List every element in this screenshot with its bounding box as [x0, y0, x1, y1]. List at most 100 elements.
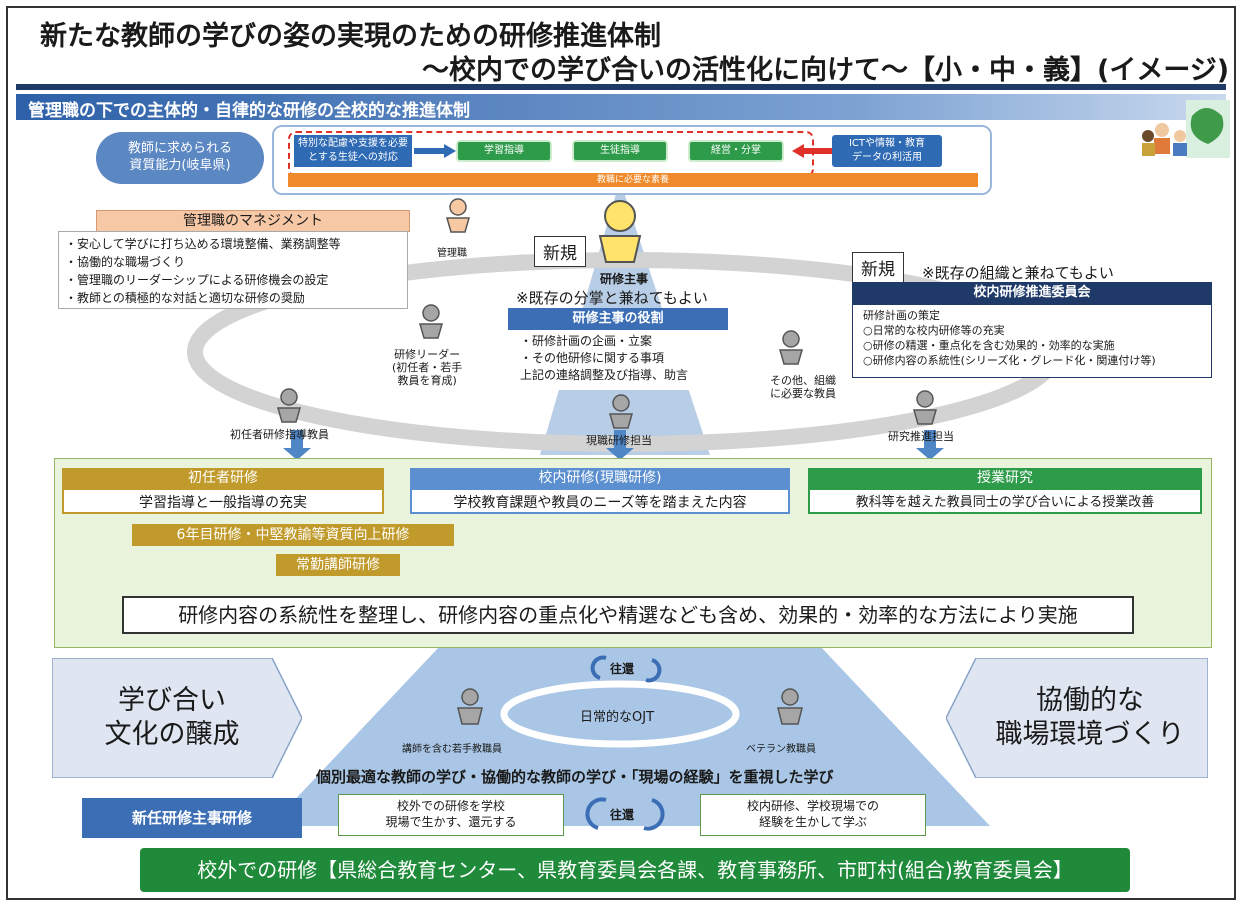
coordinator-note: ※既存の分掌と兼ねてもよい: [516, 289, 708, 307]
committee-item: 研修計画の策定: [863, 309, 940, 322]
gold-bar-midcareer: 6年目研修・中堅教諭等資質向上研修: [132, 524, 454, 546]
arrow-down-center: [606, 430, 634, 460]
arrow-down-left: [283, 430, 311, 460]
others-person-icon: [779, 330, 803, 365]
left-goal-chevron: [52, 658, 302, 778]
inservice-label: 現職研修担当: [586, 434, 652, 447]
veteran-staff-label: ベテラン教職員: [746, 744, 816, 755]
management-item: ・協働的な職場づくり: [65, 255, 186, 269]
leader-line-3: 教員を育成): [397, 374, 457, 387]
right-goal-line-1: 協働的な: [1036, 685, 1144, 716]
section-school-training-heading: 校内研修(現職研修): [410, 468, 790, 488]
role-heading: 研修主事の役割: [508, 308, 728, 330]
veteran-staff-person-icon: [777, 688, 803, 725]
required-qualities-oval: 教師に求められる 資質能力(岐阜県): [96, 132, 264, 184]
mentor-label: 初任者研修指導教員: [230, 428, 329, 441]
committee-item: ○研修の精選・重点化を含む効果的・効率的な実施: [863, 339, 1115, 352]
leader-label: 研修リーダー (初任者・若手 教員を育成): [392, 348, 462, 387]
right-goal-chevron: [946, 658, 1208, 778]
cycle-arrow-icon-4: [643, 798, 665, 831]
new-coordinator-training: 新任研修主事研修: [82, 798, 302, 838]
role-list: ・研修計画の企画・立案 ・その他研修に関する事項 上記の連絡調整及び指導、助言: [514, 330, 722, 390]
left-goal-line-1: 学び合い: [118, 685, 226, 716]
committee-item: ○日常的な校内研修等の充実: [863, 324, 1005, 337]
ojt-ring: [500, 680, 740, 748]
qualities-line-2: 資質能力(岐阜県): [129, 158, 231, 173]
cycle-arrow-icon-3: [585, 797, 607, 830]
lower-pyramid: [270, 646, 990, 826]
callout-left-line-2: 現場で生かす、還元する: [385, 815, 517, 829]
new-label-committee: 新規: [852, 252, 904, 283]
qualities-line-1: 教師に求められる: [127, 141, 232, 156]
pill-learning-guidance: 学習指導: [456, 140, 552, 162]
page-title: 新たな教師の学びの姿の実現のための研修推進体制: [40, 21, 661, 52]
section-new-teacher-heading: 初任者研修: [62, 468, 384, 488]
coordinator-label: 研修主事: [600, 272, 649, 286]
inservice-person-icon: [609, 394, 633, 429]
role-item: 上記の連絡調整及び指導、助言: [520, 368, 689, 382]
section-band-label: 管理職の下での主体的・自律的な研修の全校的な推進体制: [28, 101, 470, 121]
management-item: ・教師との積極的な対話と適切な研修の奨励: [65, 291, 305, 305]
ict-box: ICTや情報・教育 データの利活用: [832, 135, 942, 167]
coordinator-person-icon: [598, 200, 642, 263]
external-training-bar: 校外での研修【県総合教育センター、県教育委員会各課、教育事務所、市町村(組合)教…: [140, 848, 1130, 892]
management-heading: 管理職のマネジメント: [96, 210, 410, 232]
callout-right: 校内研修、学校現場での 経験を生かして学ぶ: [700, 794, 926, 836]
leader-person-icon: [419, 304, 443, 339]
section-lesson-study-body: 教科等を越えた教員同士の学び合いによる授業改善: [808, 488, 1202, 514]
title-rule: [16, 84, 1226, 90]
ojt-caption: 個別最適な教師の学び・協働的な教師の学び・「現場の経験」を重視した学び: [316, 768, 834, 786]
callout-right-line-1: 校内研修、学校現場での: [746, 799, 879, 813]
ict-line-1: ICTや情報・教育: [848, 138, 926, 149]
others-line-2: に必要な教員: [770, 387, 836, 400]
summary-box: 研修内容の系統性を整理し、研修内容の重点化や精選なども含め、効果的・効率的な方法…: [122, 596, 1134, 634]
ict-line-2: データの利活用: [852, 152, 922, 163]
cycle-arrow-icon-2: [645, 658, 662, 683]
others-line-1: その他、組織: [770, 374, 836, 387]
arrow-left-icon: [792, 144, 834, 158]
mentor-person-icon: [277, 388, 301, 423]
arrow-down-right: [916, 430, 944, 460]
special-needs-line-2: とする生徒への対応: [308, 152, 398, 163]
callout-left: 校外での研修を学校 現場で生かす、還元する: [338, 794, 564, 836]
young-staff-label: 講師を含む若手教職員: [402, 744, 502, 755]
role-item: ・研修計画の企画・立案: [520, 334, 653, 348]
special-needs-line-1: 特別な配慮や支援を必要: [298, 138, 408, 149]
section-band: 管理職の下での主体的・自律的な研修の全校的な推進体制: [16, 94, 1226, 121]
committee-list: 研修計画の策定 ○日常的な校内研修等の充実 ○研修の精選・重点化を含む効果的・効…: [852, 304, 1212, 378]
management-item: ・安心して学びに打ち込める環境整備、業務調整等: [65, 237, 341, 251]
section-lesson-study-heading: 授業研究: [808, 468, 1202, 488]
management-item: ・管理職のリーダーシップによる研修機会の設定: [65, 273, 329, 287]
research-label: 研究推進担当: [888, 430, 954, 443]
committee-note: ※既存の組織と兼ねてもよい: [922, 264, 1114, 282]
management-list: ・安心して学びに打ち込める環境整備、業務調整等 ・協働的な職場づくり ・管理職の…: [58, 231, 408, 309]
left-goal-line-2: 文化の醸成: [104, 719, 240, 750]
admin-label: 管理職: [437, 248, 467, 259]
leader-line-2: (初任者・若手: [392, 361, 463, 374]
role-item: ・その他研修に関する事項: [520, 351, 665, 365]
people-illustration-icon: [1142, 100, 1230, 158]
right-goal-line-2: 職場環境づくり: [995, 719, 1185, 750]
roundtrip-label-bottom: 往還: [610, 808, 635, 822]
leader-line-1: 研修リーダー: [394, 348, 461, 361]
others-label: その他、組織 に必要な教員: [770, 374, 836, 400]
committee-item: ○研修内容の系統性(シリーズ化・グレード化・関連付け等): [863, 354, 1156, 367]
pill-management-duties: 経営・分掌: [688, 140, 784, 162]
research-person-icon: [913, 390, 937, 425]
committee-heading: 校内研修推進委員会: [852, 282, 1212, 304]
ojt-label: 日常的なOJT: [580, 710, 655, 725]
outer-frame: [6, 6, 1236, 900]
special-needs-box: 特別な配慮や支援を必要 とする生徒への対応: [294, 135, 412, 167]
young-staff-person-icon: [457, 688, 483, 725]
roundtrip-label-top: 往還: [610, 662, 635, 676]
page-subtitle: ～校内での学び合いの活性化に向けて～【小・中・義】(イメージ): [422, 55, 1230, 86]
callout-right-line-2: 経験を生かして学ぶ: [759, 815, 867, 829]
base-qualities-bar: 教職に必要な素養: [288, 173, 978, 187]
left-goal-text: 学び合い 文化の醸成: [62, 684, 282, 752]
admin-person-icon: [446, 198, 470, 233]
section-new-teacher-body: 学習指導と一般指導の充実: [62, 488, 384, 514]
callout-left-line-1: 校外での研修を学校: [396, 799, 505, 813]
section-school-training-body: 学校教育課題や教員のニーズ等を踏まえた内容: [410, 488, 790, 514]
new-label-coordinator: 新規: [534, 236, 586, 267]
gold-bar-lecturer: 常勤講師研修: [276, 554, 400, 576]
